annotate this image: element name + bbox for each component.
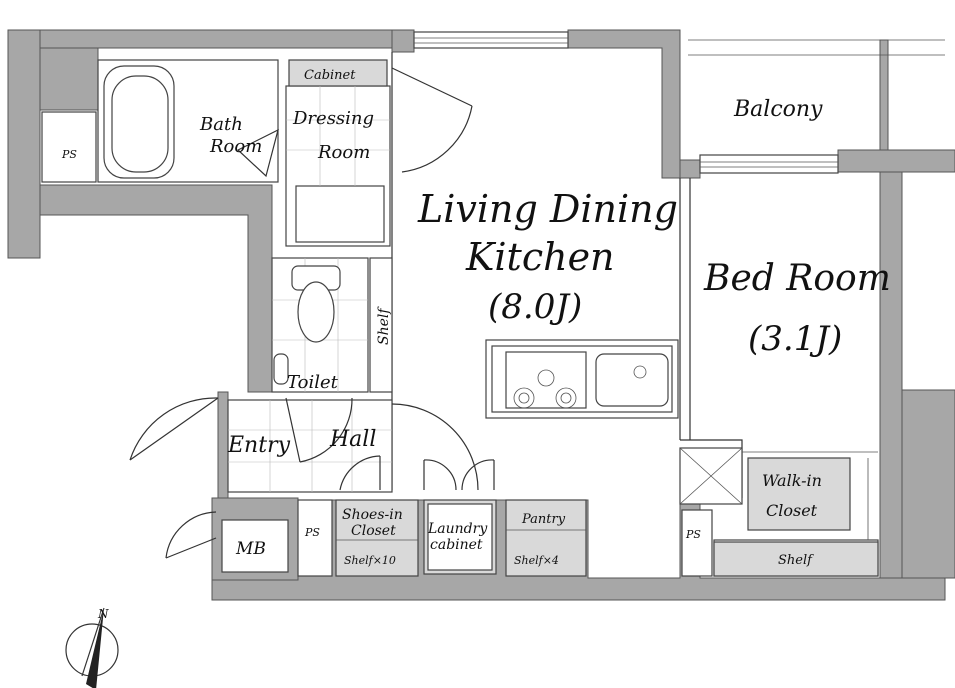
shelf-toilet-label: Shelf bbox=[376, 306, 392, 345]
doors bbox=[129, 67, 495, 559]
shoes-shelf-label: Shelf×10 bbox=[344, 554, 396, 567]
dressing-label-2: Room bbox=[317, 142, 370, 163]
mb-label: MB bbox=[235, 539, 266, 559]
laundry-label-2: cabinet bbox=[430, 537, 483, 553]
laundry-label-1: Laundry bbox=[427, 521, 488, 537]
room-labels: Bath Room Cabinet Dressing Room Balcony … bbox=[61, 68, 891, 568]
bath-label-2: Room bbox=[209, 136, 262, 157]
bath-label-1: Bath bbox=[199, 114, 243, 135]
shelf-bed-label: Shelf bbox=[778, 553, 814, 568]
bed-label-2: (3.1J) bbox=[748, 319, 842, 359]
ps-label: PS bbox=[61, 148, 77, 161]
cabinet-label: Cabinet bbox=[304, 68, 356, 83]
shoes-label-2: Closet bbox=[351, 523, 396, 539]
compass: N bbox=[65, 607, 119, 688]
partitions bbox=[41, 52, 879, 577]
ldk-label-2: Kitchen bbox=[465, 235, 615, 279]
ps-label: PS bbox=[304, 526, 320, 539]
entry-label: Entry bbox=[227, 433, 291, 458]
balcony-label: Balcony bbox=[733, 97, 823, 122]
pantry-label: Pantry bbox=[521, 512, 566, 527]
pantry-shelf-label: Shelf×4 bbox=[514, 554, 559, 567]
walkin-label-1: Walk-in bbox=[762, 471, 822, 490]
compass-north-label: N bbox=[97, 607, 109, 621]
dressing-label-1: Dressing bbox=[292, 108, 374, 129]
ldk-label-3: (8.0J) bbox=[488, 287, 582, 327]
windows bbox=[413, 31, 945, 174]
ldk-label-1: Living Dining bbox=[417, 187, 678, 231]
hall-label: Hall bbox=[329, 427, 376, 452]
ps-label: PS bbox=[685, 528, 701, 541]
bed-label-1: Bed Room bbox=[703, 258, 891, 299]
toilet-label: Toilet bbox=[287, 372, 339, 393]
north-arrow-icon bbox=[86, 608, 104, 688]
walkin-label-2: Closet bbox=[766, 501, 818, 520]
shoes-label-1: Shoes-in bbox=[342, 507, 403, 523]
